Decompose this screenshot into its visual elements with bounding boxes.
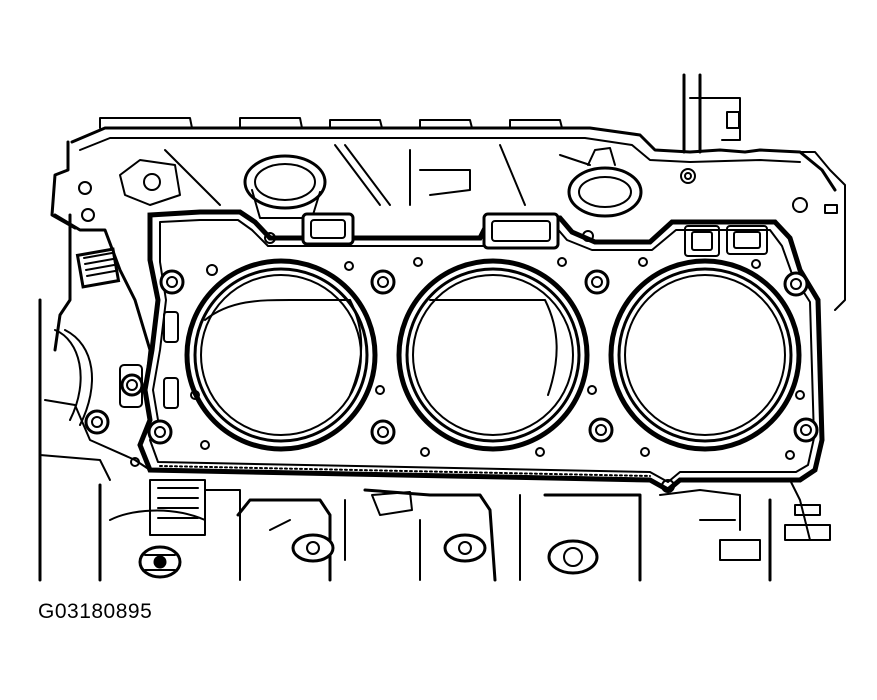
bolt-hole-8 bbox=[793, 417, 819, 443]
lower-boss-1 bbox=[138, 545, 182, 579]
lower-boss-2 bbox=[291, 533, 335, 563]
bolt-hole-6 bbox=[370, 419, 396, 445]
upper-engine-structure bbox=[50, 73, 846, 311]
bolt-hole-9 bbox=[84, 409, 110, 435]
bolt-hole-5 bbox=[147, 419, 173, 445]
lower-boss-4 bbox=[547, 539, 599, 575]
left-side-components bbox=[38, 181, 152, 562]
bolt-hole-4 bbox=[783, 271, 809, 297]
figure-id-label: G03180895 bbox=[38, 600, 153, 623]
bolt-hole-10 bbox=[120, 373, 144, 397]
bolt-hole-1 bbox=[159, 269, 185, 295]
lower-engine-block bbox=[38, 479, 831, 582]
lower-boss-3 bbox=[443, 533, 487, 563]
head-bolt-holes bbox=[84, 269, 819, 445]
bolt-hole-2 bbox=[370, 269, 396, 295]
bolt-hole-3 bbox=[584, 269, 610, 295]
coolant-holes bbox=[130, 230, 805, 493]
bolt-hole-7 bbox=[588, 417, 614, 443]
head-gasket bbox=[137, 209, 825, 494]
